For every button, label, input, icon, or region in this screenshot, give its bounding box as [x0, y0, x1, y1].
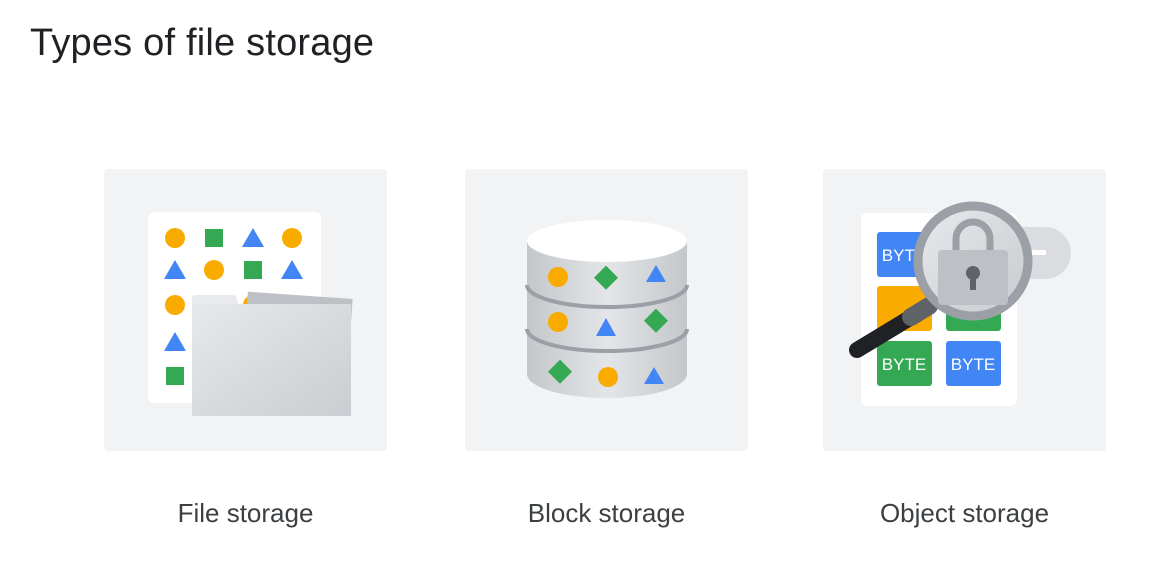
object-storage-card: BYTE BYTE BYTE: [823, 169, 1106, 451]
page-title: Types of file storage: [30, 22, 375, 64]
magnifier-lock-bytes-icon: BYTE BYTE BYTE: [849, 201, 1071, 406]
folder-with-shapes-icon: [148, 212, 353, 416]
byte-tile-label: BYTE: [951, 355, 995, 374]
object-storage-label: Object storage: [879, 498, 1050, 528]
file-storage-label: File storage: [177, 498, 314, 528]
byte-tile-label: BYTE: [882, 355, 926, 374]
block-storage-label: Block storage: [527, 498, 686, 528]
file-storage-card: [104, 169, 387, 451]
block-storage-card: [465, 169, 748, 451]
database-cylinder-icon: [525, 220, 689, 398]
